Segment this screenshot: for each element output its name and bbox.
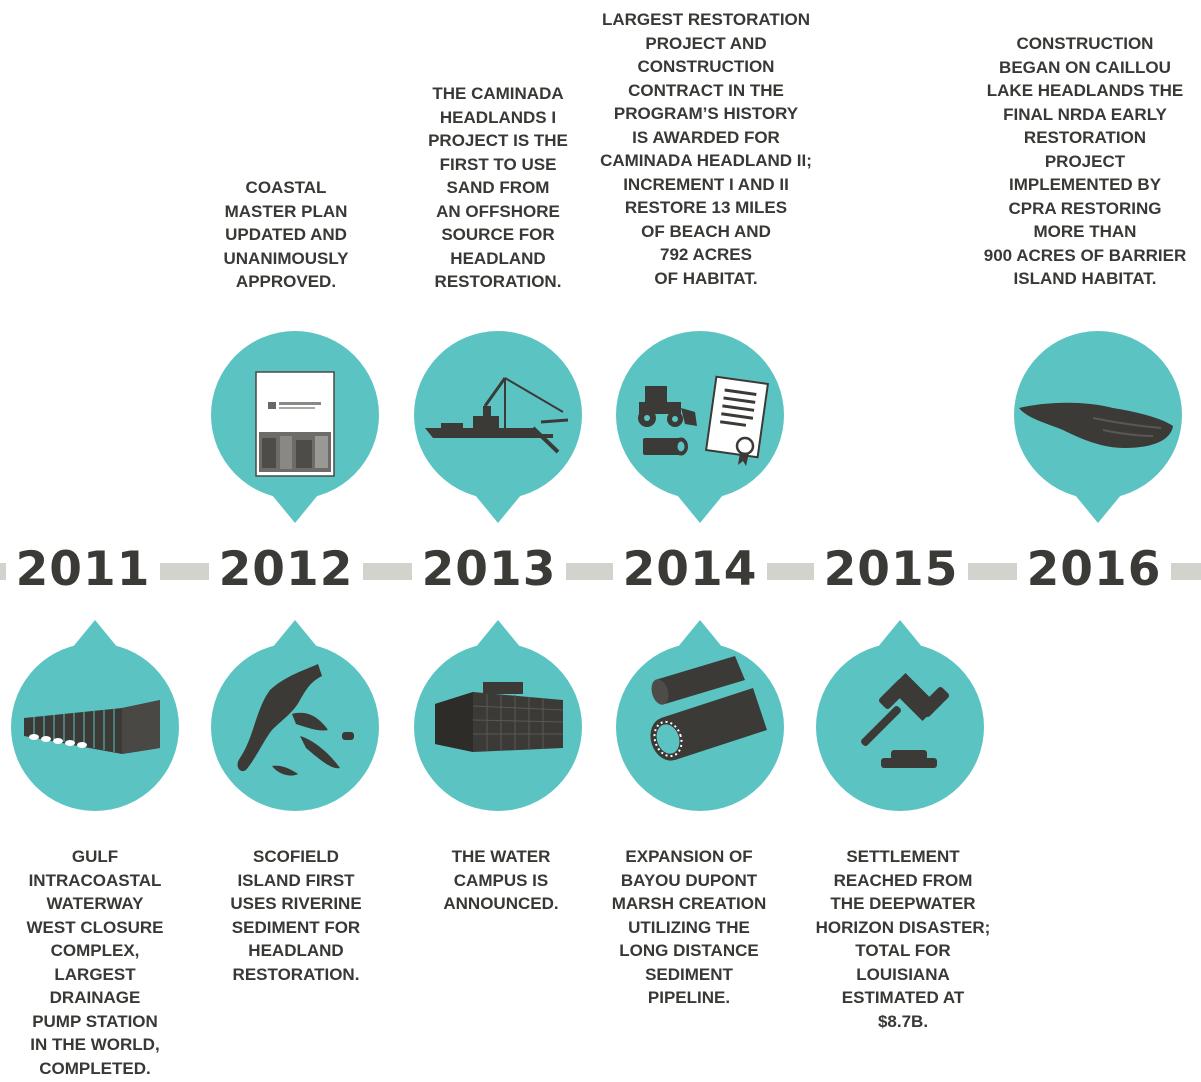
year-label-2015: 2015 [791,538,991,602]
bubble-2014-bottom [615,620,785,811]
dredge-ship-icon [425,377,569,454]
pump-station-icon [24,700,160,754]
gavel-icon [861,672,950,768]
year-label-2016: 2016 [994,538,1194,602]
caption-2016-top: CONSTRUCTION BEGAN ON CAILLOU LAKE HEADL… [983,34,1187,288]
caption-2013-bottom: THE WATER CAMPUS IS ANNOUNCED. [443,847,559,913]
caption-2015-bottom: SETTLEMENT REACHED FROM THE DEEPWATER HO… [815,847,991,1031]
master-plan-document-icon [255,371,335,477]
caption-2011-bottom: GULF INTRACOASTAL WATERWAY WEST CLOSURE … [26,847,164,1078]
bubble-2013-bottom [413,620,583,811]
barrier-island-icon [1019,402,1173,448]
caption-2013-top: THE CAMINADA HEADLANDS I PROJECT IS THE … [428,84,568,291]
bubble-2014-top [615,330,785,523]
bubble-2015-bottom [815,620,985,811]
bubble-2016-top [1013,330,1183,523]
bubble-2012-bottom [210,620,380,811]
caption-2012-top: COASTAL MASTER PLAN UPDATED AND UNANIMOU… [223,178,349,291]
bubble-2013-top [413,330,583,523]
scofield-island-map-icon [237,664,354,776]
year-label-2013: 2013 [389,538,589,602]
caption-2012-bottom: SCOFIELD ISLAND FIRST USES RIVERINE SEDI… [230,847,362,984]
sediment-pipeline-icon [650,656,767,761]
year-label-2014: 2014 [590,538,790,602]
water-campus-building-icon [435,682,564,752]
construction-contract-icon [638,375,770,466]
bubble-2011-bottom [10,620,180,811]
year-label-2011: 2011 [0,538,183,602]
caption-2014-top: LARGEST RESTORATION PROJECT AND CONSTRUC… [600,10,812,288]
bubble-2012-top [210,330,380,523]
year-label-2012: 2012 [186,538,386,602]
caption-2014-bottom: EXPANSION OF BAYOU DUPONT MARSH CREATION… [611,847,767,1007]
